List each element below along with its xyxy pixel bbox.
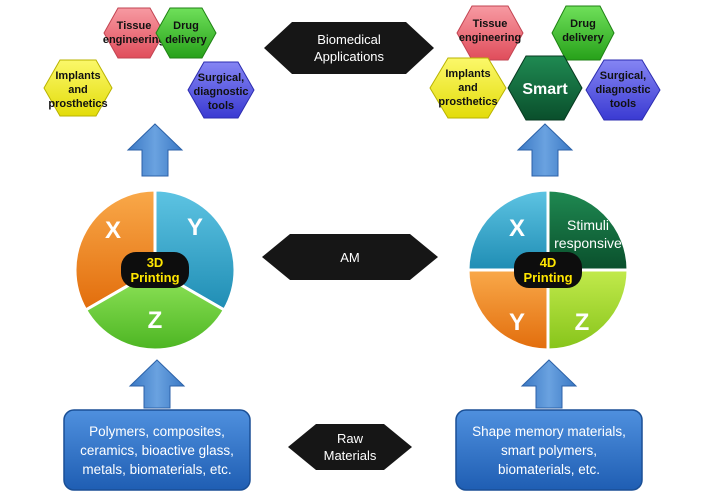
biomedical-applications-arrow: Biomedical Applications [264,22,434,74]
left-implants-line1: Implants [55,70,100,82]
wheel-4d-z-label: Z [575,309,590,336]
right-drug-line1: Drug [570,18,596,30]
left-tissue-line2: engineering [103,34,165,46]
right-hex-implants: Implants and prosthetics [429,57,507,119]
right-hex-surgical: Surgical, diagnostic tools [585,59,661,121]
raw-materials-arrow: Raw Materials [288,424,412,470]
right-hex-drug: Drug delivery [551,5,615,61]
wheel-4d-y-label: Y [509,309,525,336]
left-surgical-line2: diagnostic [193,86,248,98]
left-hex-tissue: Tissue engineering [103,7,165,59]
wheel-4d-y-segment [466,268,550,352]
materials-left-box: Polymers, composites, ceramics, bioactiv… [63,409,251,491]
up-arrow-left-top [126,123,184,177]
wheel-3d-z-label: Z [148,307,163,334]
wheel-3d-center [121,252,189,288]
right-surgical-line2: diagnostic [595,84,650,96]
left-implants-line2: and [68,84,88,96]
up-arrow-right-top [516,123,574,177]
wheel-3d-x-label: X [105,217,121,244]
wheel-4d-stimuli-segment [546,188,630,272]
left-hex-surgical: Surgical, diagnostic tools [187,61,255,119]
right-implants-line2: and [458,82,478,94]
materials-right-box: Shape memory materials, smart polymers, … [455,409,643,491]
right-surgical-line3: tools [610,98,636,110]
wheel-3d-center-line1: 3D [147,255,164,270]
right-tissue-line2: engineering [459,32,521,44]
up-arrow-right-bottom [520,359,578,409]
am-arrow: AM [262,234,438,280]
right-implants-line1: Implants [445,68,490,80]
raw-line2: Materials [324,448,377,463]
right-surgical-line1: Surgical, [600,70,646,82]
wheel-3d: X Y Z 3D Printing [73,188,237,352]
materials-left-line1: Polymers, composites, [89,424,225,439]
left-tissue-line1: Tissue [117,20,152,32]
left-surgical-line1: Surgical, [198,72,244,84]
wheel-4d-center-line2: Printing [523,270,572,285]
wheel-4d-x-segment [466,188,550,272]
wheel-4d-x-label: X [509,215,525,242]
right-implants-line3: prosthetics [438,96,497,108]
biomedical-line1: Biomedical [317,32,381,47]
wheel-4d-stimuli-line1: Stimuli [567,217,609,233]
left-hex-implants: Implants and prosthetics [43,59,113,117]
materials-right-line2: smart polymers, [501,443,597,458]
wheel-3d-center-line2: Printing [130,270,179,285]
wheel-4d-center [514,252,582,288]
wheel-4d-z-segment [546,268,630,352]
right-hex-tissue: Tissue engineering [456,5,524,61]
wheel-4d-center-line1: 4D [540,255,557,270]
right-drug-line2: delivery [562,32,604,44]
left-surgical-line3: tools [208,100,234,112]
wheel-3d-y-label: Y [187,214,203,241]
wheel-4d: X Stimuli responsive Y Z 4D Printing [466,188,630,352]
left-implants-line3: prosthetics [48,98,107,110]
left-hex-drug: Drug delivery [155,7,217,59]
wheel-3d-z-segment [83,268,227,352]
materials-left-line2: ceramics, bioactive glass, [80,443,234,458]
right-tissue-line1: Tissue [473,18,508,30]
right-hex-smart: Smart [507,55,583,121]
left-drug-line1: Drug [173,20,199,32]
am-label: AM [340,250,360,265]
materials-left-line3: metals, biomaterials, etc. [82,462,231,477]
materials-right-line1: Shape memory materials, [472,424,626,439]
left-drug-line2: delivery [165,34,207,46]
wheel-4d-stimuli-line2: responsive [554,235,622,251]
raw-line1: Raw [337,431,364,446]
biomedical-line2: Applications [314,49,385,64]
materials-right-line3: biomaterials, etc. [498,462,600,477]
right-smart-label: Smart [522,81,568,98]
up-arrow-left-bottom [128,359,186,409]
